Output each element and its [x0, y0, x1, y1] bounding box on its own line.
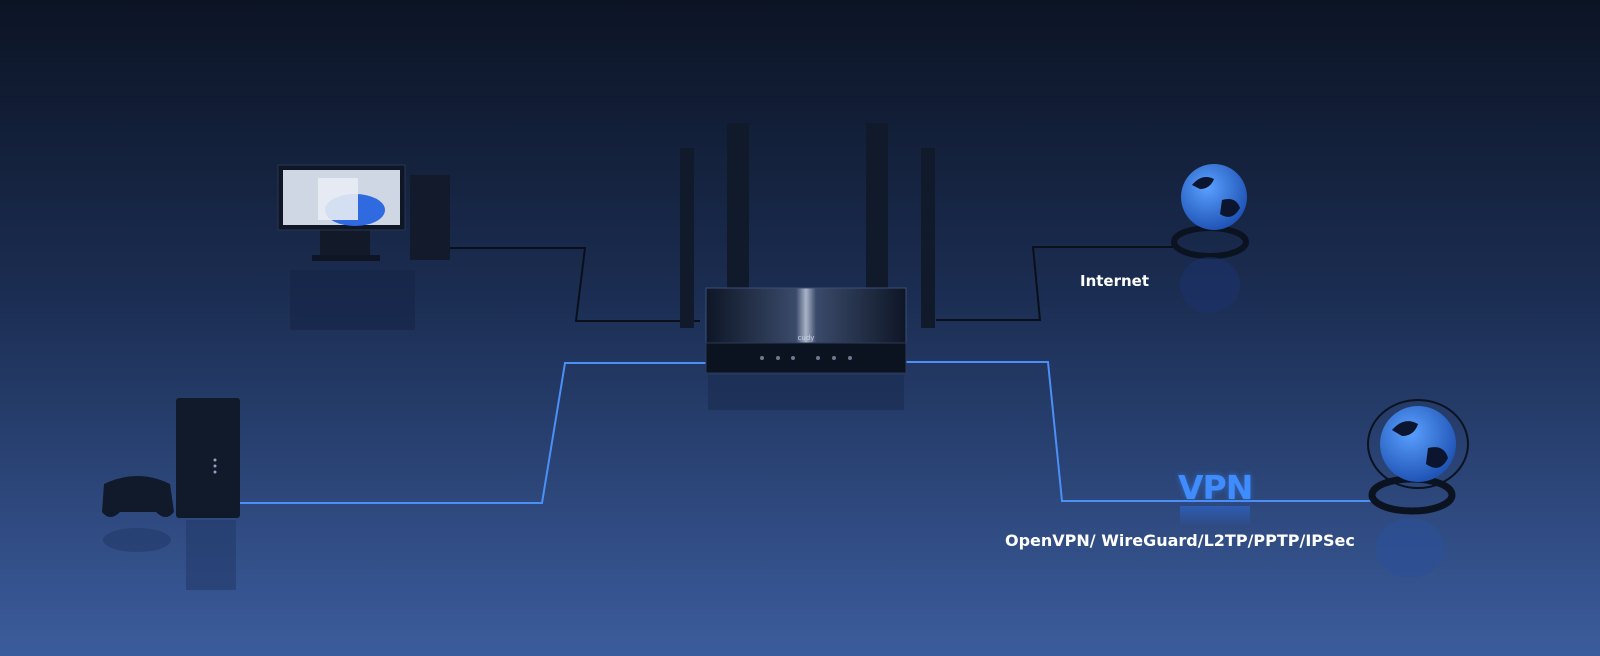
- vpn-line-globe: [906, 361, 1380, 502]
- router-brand-logo: cudy: [798, 334, 815, 342]
- vpn-globe-icon: [1367, 399, 1469, 578]
- vpn-protocols-label: OpenVPN/ WireGuard/L2TP/PPTP/IPSec: [1005, 531, 1355, 550]
- globe-icon: [1171, 164, 1249, 313]
- desktop-pc-icon: [277, 164, 450, 330]
- router-icon: cudy: [680, 123, 935, 410]
- internet-label: Internet: [1080, 272, 1150, 290]
- wired-line-internet: [936, 246, 1180, 321]
- vpn-label: VPN: [1178, 468, 1253, 507]
- wired-line-pc: [450, 247, 700, 322]
- nas-icon: [176, 398, 240, 590]
- game-controller-icon: [102, 476, 174, 552]
- vpn-label-reflection: [1180, 506, 1250, 526]
- vpn-line-nas: [240, 362, 706, 504]
